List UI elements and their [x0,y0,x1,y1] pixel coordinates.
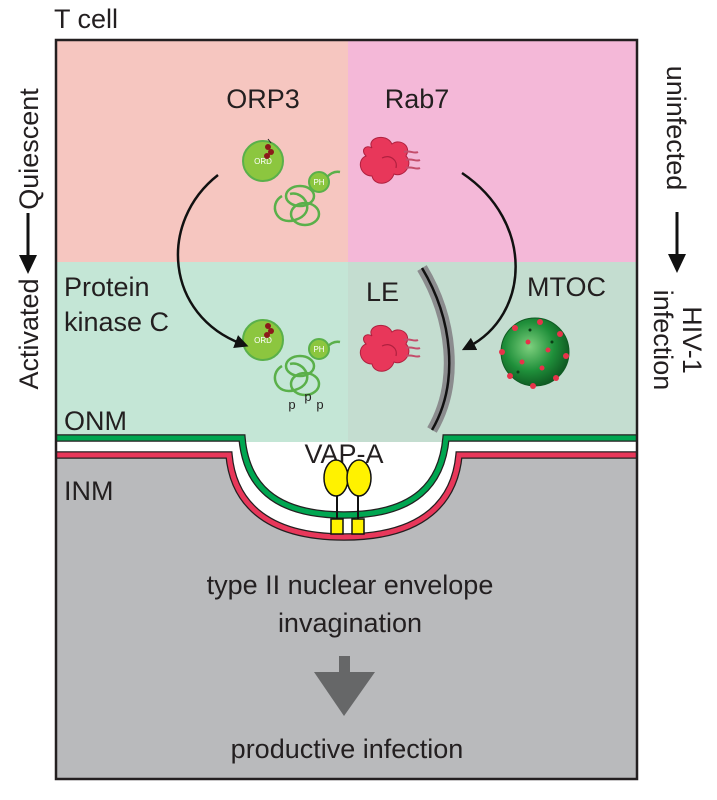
ord-domain-label: ORD [254,336,272,345]
label-uninfected: uninfected [661,66,691,191]
label-activated: Activated [14,278,44,389]
label-orp3: ORP3 [226,84,300,114]
nucleus-text-line2: invagination [278,608,422,638]
orp3-protein-icon: ORD PH [242,138,341,227]
cell-frame [54,38,639,781]
phospho-label: p [304,389,311,404]
label-hiv1: HIV-1 [677,306,707,374]
left-axis-labels: Quiescent Activated [14,88,44,390]
label-inm: INM [64,476,114,506]
rab7-protein-icon [359,136,421,184]
label-pkc-line1: Protein [64,272,150,302]
label-onm: ONM [64,406,127,436]
nucleus-region [56,456,637,779]
activated-uninfected-region [56,262,348,442]
label-le: LE [366,277,399,307]
down-arrow-icon [19,213,37,274]
phospho-label: p [316,397,323,412]
outcome-text: productive infection [231,734,464,764]
rab7-endosome-icon [359,324,421,372]
label-infection: infection [648,290,678,391]
ph-domain-label: PH [313,345,324,354]
diagram-title: T cell [54,4,118,34]
label-quiescent: Quiescent [14,88,44,210]
background-quadrants [56,40,637,779]
late-endosome-outline [420,267,451,431]
mtoc-sphere-icon [499,317,570,389]
vapa-protein-icon [323,459,372,535]
sterol-ligand-icon [264,323,274,338]
quiescent-uninfected-region [56,40,348,262]
perinuclear-space [56,441,637,531]
phospho-label: p [288,397,295,412]
inm-fill [56,452,637,540]
ph-domain-label: PH [313,178,324,187]
curved-arrow-icon [176,174,249,349]
onm-fill [56,435,637,518]
ord-domain-label: ORD [254,157,272,166]
label-pkc-line2: kinase C [64,307,169,337]
nucleus-text-line1: type II nuclear envelope [207,570,494,600]
label-mtoc: MTOC [527,272,606,302]
curved-arrow-icon [461,171,517,351]
down-arrow-icon [668,212,686,273]
label-rab7: Rab7 [385,84,450,114]
right-axis-labels: uninfected HIV-1 infection [648,66,707,391]
down-arrow-icon [314,656,375,716]
orp3-phosphorylated-icon: ORD PH p p p [242,319,341,412]
sterol-ligand-icon [264,138,274,159]
